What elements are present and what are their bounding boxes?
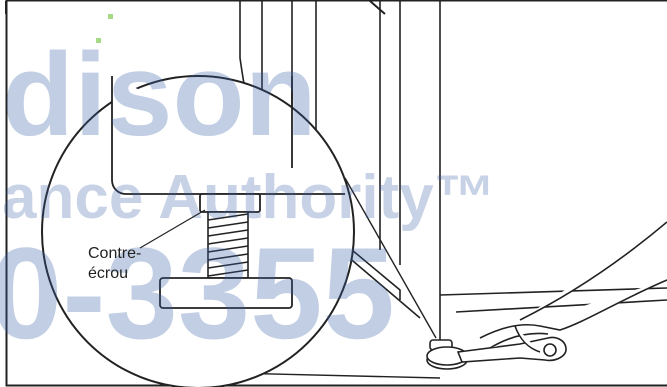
watermark-line-1: dison [2, 29, 317, 161]
watermark-line-3: 0-3355 [0, 220, 395, 366]
callout-label-line-2: écrou [88, 265, 128, 282]
callout-label-line-1: Contre- [88, 245, 141, 262]
hand-with-wrench [458, 222, 667, 362]
frame-top-notch [6, 1, 385, 14]
